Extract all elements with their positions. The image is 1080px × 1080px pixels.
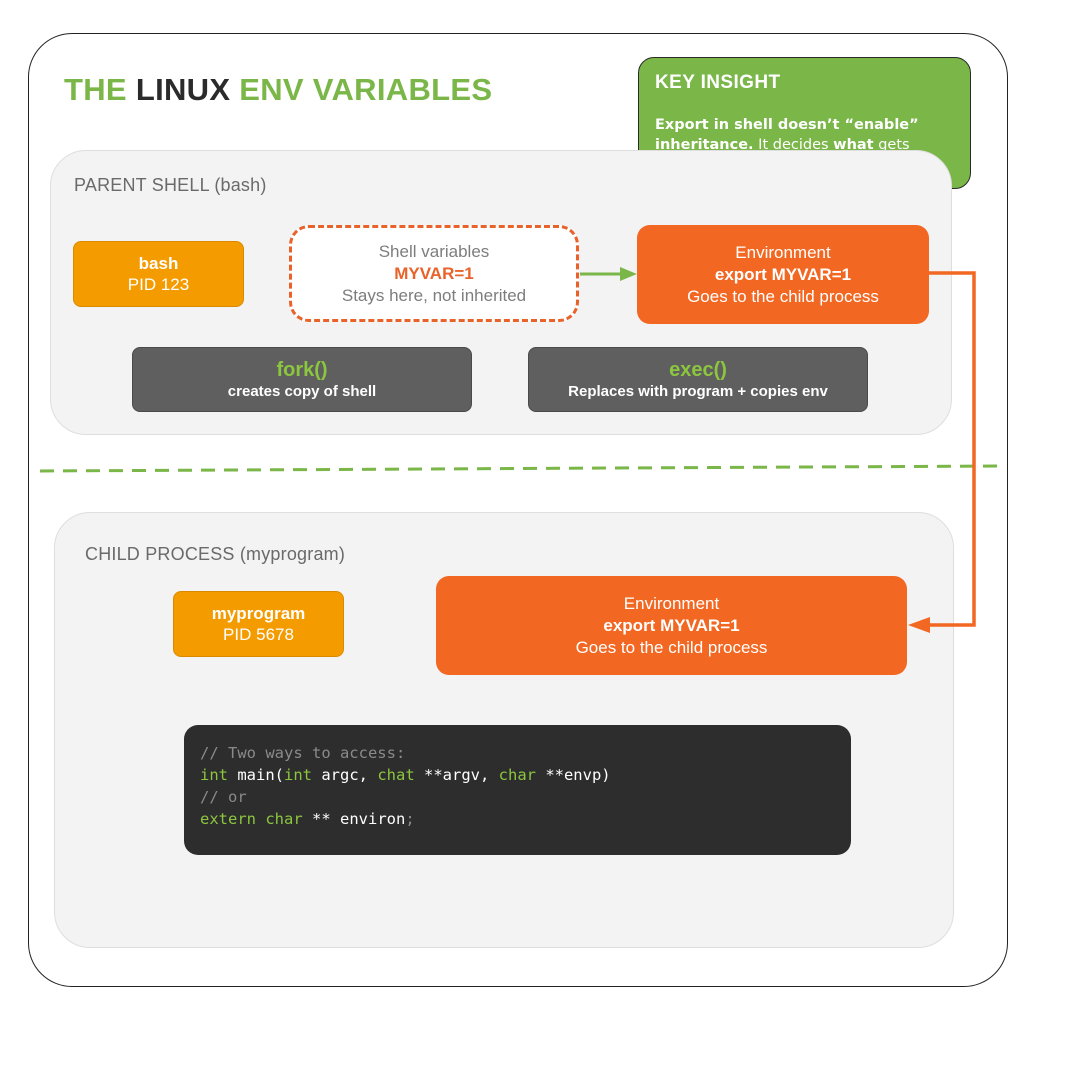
- fork-name: fork(): [276, 358, 328, 381]
- myprogram-process-name: myprogram: [211, 604, 306, 623]
- myprogram-process-pid: PID 5678: [223, 625, 294, 644]
- parent-environment-title: Environment: [735, 242, 831, 262]
- process-divider-line: [39, 464, 1001, 473]
- bash-process-box: bash PID 123: [73, 241, 244, 307]
- fork-desc: creates copy of shell: [227, 382, 377, 400]
- env-inherit-arrow-line: [928, 271, 976, 627]
- child-environment-box: Environment export MYVAR=1 Goes to the c…: [436, 576, 907, 675]
- key-insight-heading: KEY INSIGHT: [655, 72, 781, 93]
- exec-box: exec() Replaces with program + copies en…: [528, 347, 868, 412]
- parent-environment-cmd: export MYVAR=1: [714, 264, 852, 284]
- parent-shell-label: PARENT SHELL (bash): [74, 175, 267, 195]
- exec-name: exec(): [669, 358, 727, 381]
- diagram-title: THE LINUX ENV VARIABLES: [64, 72, 493, 107]
- child-environment-note: Goes to the child process: [575, 637, 768, 657]
- myprogram-process-box: myprogram PID 5678: [173, 591, 344, 657]
- child-environment-cmd: export MYVAR=1: [603, 615, 740, 635]
- fork-box: fork() creates copy of shell: [132, 347, 472, 412]
- code-snippet: // Two ways to access: int main(int argc…: [184, 725, 851, 855]
- exec-desc: Replaces with program + copies env: [568, 382, 828, 400]
- parent-environment-note: Goes to the child process: [687, 286, 879, 306]
- env-inherit-arrowhead: [908, 617, 930, 633]
- shell-variables-var: MYVAR=1: [394, 263, 474, 283]
- shell-variables-title: Shell variables: [378, 241, 490, 261]
- shell-to-env-arrowhead: [620, 267, 637, 281]
- child-process-label: CHILD PROCESS (myprogram): [85, 544, 346, 564]
- bash-process-pid: PID 123: [127, 275, 190, 294]
- shell-variables-box: Shell variables MYVAR=1 Stays here, not …: [289, 225, 579, 322]
- child-environment-title: Environment: [623, 593, 720, 613]
- shell-variables-note: Stays here, not inherited: [341, 285, 527, 305]
- bash-process-name: bash: [138, 254, 179, 273]
- parent-environment-box: Environment export MYVAR=1 Goes to the c…: [637, 225, 929, 324]
